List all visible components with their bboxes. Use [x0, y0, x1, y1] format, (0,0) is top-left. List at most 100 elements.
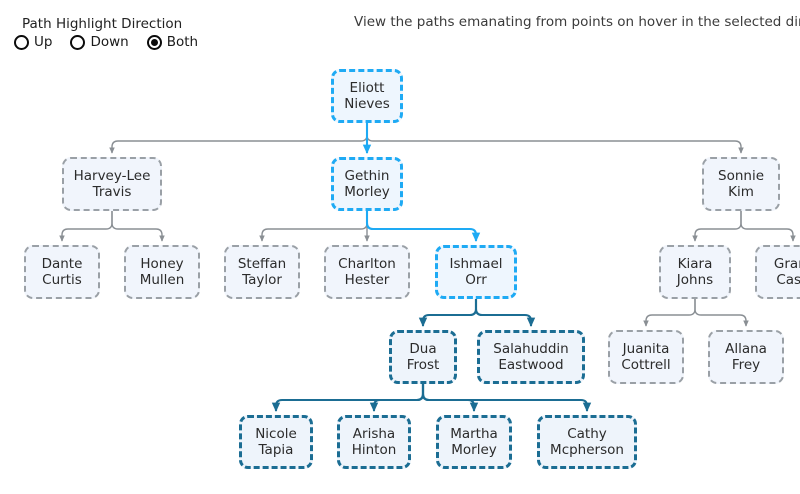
path-highlight-direction-radio-group[interactable]: Up Down Both [14, 34, 216, 50]
org-node-label: Allana [725, 340, 767, 357]
org-node-label: Cottrell [621, 357, 671, 373]
org-edge-dua-frost-to-cathy-mcpherson [421, 384, 592, 413]
org-node-label: Mullen [139, 272, 185, 288]
org-edge-eliott-nieves-to-harvey-lee-travis [109, 123, 368, 154]
org-node-label: Travis [92, 184, 132, 200]
org-node-label: Martha [450, 425, 498, 442]
radio-down-icon[interactable] [70, 34, 86, 50]
controls-bar: Path Highlight Direction Up Down Both View… [0, 0, 800, 62]
org-edge-dua-frost-to-arisha-hinton [369, 384, 425, 413]
radio-option-label: Both [166, 34, 199, 50]
org-edge-dua-frost-to-martha-morley [421, 384, 479, 413]
org-edge-harvey-lee-travis-to-dante-curtis [59, 211, 113, 242]
radio-up-icon[interactable] [14, 34, 29, 50]
org-node-label: Arisha [352, 425, 396, 442]
org-node-label: Gethin [344, 167, 390, 184]
org-edge-gethin-morley-to-steffan-taylor [259, 211, 368, 242]
org-node-label: Grant [773, 255, 800, 272]
org-node-label: Morley [451, 442, 497, 458]
org-edge-eliott-nieves-to-sonnie-kim [366, 123, 744, 154]
radio-option-down[interactable]: Down [70, 34, 129, 50]
org-edge-dua-frost-to-nicole-tapia [271, 384, 425, 413]
org-node-label: Sonnie [718, 167, 764, 184]
radio-option-both[interactable]: Both [146, 34, 199, 50]
org-edge-gethin-morley-to-ishmael-orr [365, 211, 481, 243]
org-edge-ishmael-orr-to-salahuddin-eastwood [474, 299, 536, 328]
radio-option-up[interactable]: Up [14, 34, 52, 50]
org-edge-ishmael-orr-to-dua-frost [418, 299, 478, 328]
org-node-label: Eliott [349, 79, 385, 96]
path-highlight-direction-legend: Path Highlight Direction [22, 16, 183, 32]
org-node-grant-cash[interactable]: GrantCash [755, 245, 800, 299]
org-node-label: Cathy [567, 425, 607, 442]
radio-both-icon[interactable] [146, 34, 162, 50]
org-node-label: Honey [140, 255, 184, 272]
org-node-label: Orr [465, 272, 487, 288]
org-node-label: Frey [731, 357, 761, 373]
org-node-label: Charlton [338, 255, 396, 272]
hint-text: View the paths emanating from points on … [354, 14, 800, 30]
org-node-label: Frost [406, 357, 440, 373]
org-node-label: Dua [409, 340, 437, 357]
org-node-label: Curtis [42, 272, 82, 288]
org-node-label: Steffan [237, 255, 287, 272]
org-edge-kiara-johns-to-juanita-cottrell [643, 299, 696, 327]
org-node-label: Eastwood [498, 357, 564, 373]
org-node-label: Johns [676, 272, 714, 288]
org-node-label: Kiara [677, 255, 713, 272]
org-node-label: Cash [776, 272, 800, 288]
radio-option-label: Down [90, 34, 129, 50]
org-edge-sonnie-kim-to-kiara-johns [692, 211, 742, 242]
org-node-label: Taylor [242, 272, 282, 288]
org-node-label: Ishmael [449, 255, 503, 272]
org-node-label: Kim [728, 184, 754, 200]
org-node-label: Dante [41, 255, 83, 272]
org-node-label: Tapia [258, 442, 294, 458]
org-node-label: Mcpherson [550, 442, 624, 458]
org-node-label: Morley [344, 184, 390, 200]
org-node-label: Hinton [351, 442, 397, 458]
org-edge-sonnie-kim-to-grant-cash [740, 211, 796, 242]
org-edge-kiara-johns-to-allana-frey [694, 299, 749, 327]
radio-option-label: Up [34, 34, 53, 50]
org-edge-harvey-lee-travis-to-honey-mullen [111, 211, 165, 242]
org-node-text: GrantCash [774, 256, 800, 289]
org-node-label: Salahuddin [493, 340, 569, 357]
org-node-label: Juanita [622, 340, 670, 357]
